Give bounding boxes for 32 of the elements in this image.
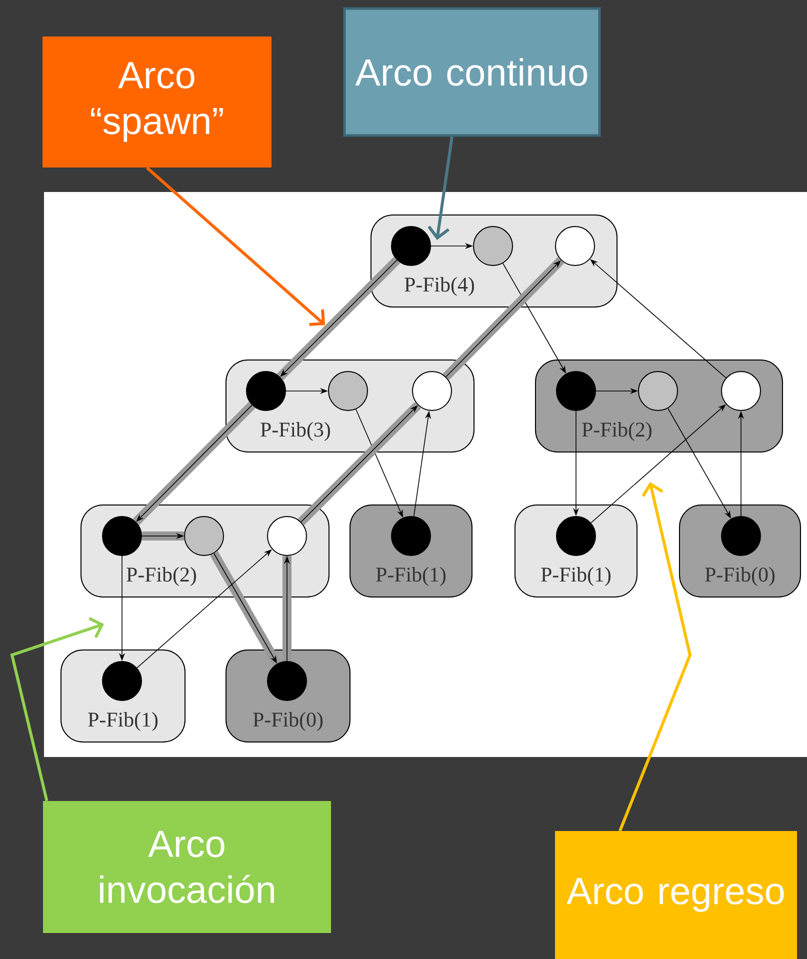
strand-circle — [391, 516, 431, 556]
strand-circle — [556, 516, 596, 556]
callout-box: Arco “spawn” — [42, 36, 272, 168]
arrow — [132, 402, 256, 525]
strand-circle — [184, 516, 224, 556]
leader-line — [618, 482, 692, 832]
strand-circle — [102, 516, 142, 556]
leader-line — [428, 136, 454, 240]
arrow — [142, 532, 184, 540]
callout-box: Arco regreso — [555, 831, 797, 959]
strand-circle — [721, 516, 761, 556]
strand-circle — [556, 371, 596, 411]
strand-circle — [267, 661, 307, 701]
strand-circle — [391, 226, 431, 266]
leader-line — [10, 617, 104, 802]
callout-box: Arco invocación — [43, 801, 331, 933]
leader-line — [146, 166, 325, 326]
arrow — [276, 256, 400, 380]
arrow — [442, 257, 564, 380]
strand-circle — [412, 371, 452, 411]
strand-circle — [328, 371, 368, 411]
strand-circle — [721, 371, 761, 411]
arrow — [298, 402, 422, 526]
strand-circle — [638, 371, 678, 411]
strand-circle — [555, 226, 595, 266]
arrow — [282, 556, 292, 662]
callout-box: Arco continuo — [343, 7, 601, 137]
strand-circle — [102, 661, 142, 701]
arrow — [210, 551, 281, 666]
strand-circle — [473, 226, 513, 266]
strand-circle — [267, 516, 307, 556]
strand-circle — [246, 371, 286, 411]
